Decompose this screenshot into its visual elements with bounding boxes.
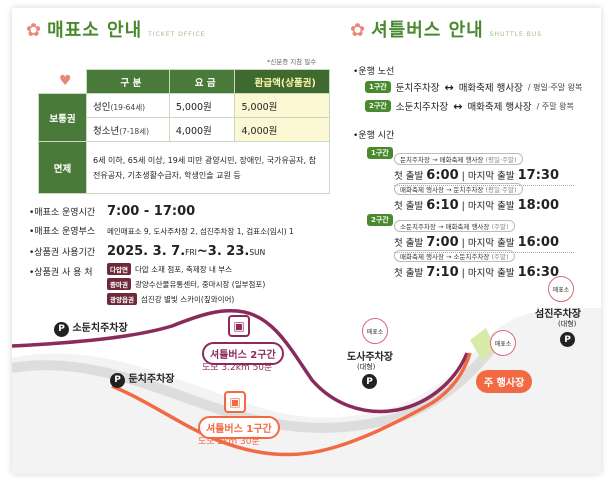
adult-price: 5,000원 xyxy=(168,93,236,118)
ticket-section-title: ✿ 매표소 안내 TICKET OFFICE xyxy=(26,16,205,42)
shuttle-title: 셔틀버스 안내 xyxy=(371,20,484,41)
voucher-period: •상품권 사용기간 2025. 3. 7.FRI ~ 3. 23.SUN xyxy=(29,244,266,259)
festival-info-card: ✿ 매표소 안내 TICKET OFFICE *신분증 지참 필수 ♥ 구 분 … xyxy=(12,8,601,474)
route-2: 2구간 소둔치주차장 ↔ 매화축제 행사장 / 주말 왕복 xyxy=(365,99,574,113)
voucher-places-label: •상품권 사 용 처 xyxy=(29,268,93,278)
bus-route-2-walk: 도보 3.2km 50분 xyxy=(202,363,273,373)
header-refund: 환급액(상품권) xyxy=(234,69,330,94)
price-table: ♥ 구 분 요 금 환급액(상품권) 보통권 성인(19-64세) 5,000원… xyxy=(38,69,330,194)
venue-area xyxy=(470,328,496,360)
schedule-2-badge: 2구간 xyxy=(367,214,393,226)
bus-icon: ▣ xyxy=(228,315,250,337)
ticket-booth-venue: 매표소 xyxy=(490,330,516,356)
youth-price: 4,000원 xyxy=(168,117,236,142)
flower-icon: ✿ xyxy=(350,20,366,41)
id-required-note: *신분증 지참 필수 xyxy=(267,58,317,66)
youth-refund: 4,000원 xyxy=(234,117,330,142)
parking-icon: P xyxy=(560,332,575,347)
adult-refund: 5,000원 xyxy=(234,93,330,118)
route-1: 1구간 둔치주차장 ↔ 매화축제 행사장 / 평일·주말 왕복 xyxy=(365,80,582,94)
ticket-booth-dosa: 매표소 xyxy=(362,318,388,344)
schedule-1-out: 둔치주차장 → 매화축제 행사장 (평일·주말) 첫 출발 6:00 | 마지막… xyxy=(394,147,584,186)
bus-route-1-label: 셔틀버스 1구간 xyxy=(198,416,280,439)
adult-type: 성인(19-64세) xyxy=(86,93,170,118)
youth-type: 청소년(7-18세) xyxy=(86,117,170,142)
route-label: •운행 노선 xyxy=(353,67,395,77)
header-category: 구 분 xyxy=(86,69,170,94)
ticket-booth-seomjin: 매표소 xyxy=(548,276,574,302)
schedule-1-badge: 1구간 xyxy=(367,147,393,159)
schedule-2-out: 소둔치주차장 → 매화축제 행사장 (주말) 첫 출발 7:00 | 마지막 출… xyxy=(394,214,584,253)
sodunchi-parking: P 소둔치주차장 xyxy=(54,319,128,337)
dosa-parking-label: 도사주차장 xyxy=(347,352,393,363)
dunchi-parking: P 둔치주차장 xyxy=(110,370,174,388)
bus-icon: ▣ xyxy=(224,391,246,413)
map-land xyxy=(12,308,601,474)
booth-locations: •매표소 운영부스 메인매표소 9, 도사주차장 2, 섬진주차장 1, 검표소… xyxy=(29,227,294,237)
shuttle-section-title: ✿ 셔틀버스 안내 SHUTTLE BUS xyxy=(350,16,542,42)
exempt-text: 6세 이하, 65세 이상, 19세 미만 광양시민, 장애인, 국가유공자, … xyxy=(86,141,330,194)
bus-route-1-walk: 도보 2km 30분 xyxy=(198,437,260,447)
shuttle-title-en: SHUTTLE BUS xyxy=(489,31,543,38)
parking-icon: P xyxy=(362,374,377,389)
flower-icon: ✿ xyxy=(26,20,42,41)
seomjin-parking-sub: (대형) xyxy=(558,320,577,328)
seomjin-parking-label: 섬진주차장 xyxy=(535,309,581,320)
regular-ticket-label: 보통권 xyxy=(38,93,87,142)
ticket-title-en: TICKET OFFICE xyxy=(148,31,206,38)
heart-icon: ♥ xyxy=(38,69,87,94)
bus-route-2-label: 셔틀버스 2구간 xyxy=(202,342,284,365)
schedule-2-back: 매화축제 행사장 → 소둔치주차장 (주말) 첫 출발 7:10 | 마지막 출… xyxy=(394,244,584,280)
exempt-label: 면제 xyxy=(38,141,87,194)
main-venue-label: 주 행사장 xyxy=(476,370,533,393)
time-label: •운행 시간 xyxy=(353,131,395,141)
parking-icon: P xyxy=(110,372,125,388)
dosa-parking-sub: (대형) xyxy=(357,363,376,371)
booth-hours: •매표소 운영시간 7:00 - 17:00 xyxy=(29,204,196,219)
parking-icon: P xyxy=(54,321,69,337)
ticket-title: 매표소 안내 xyxy=(47,20,143,41)
route-2-line xyxy=(12,309,469,414)
schedule-1-back: 매화축제 행사장 → 둔치주차장 (평일·주말) 첫 출발 6:10 | 마지막… xyxy=(394,177,584,213)
header-price: 요 금 xyxy=(168,69,236,94)
route-1-line xyxy=(111,352,472,457)
